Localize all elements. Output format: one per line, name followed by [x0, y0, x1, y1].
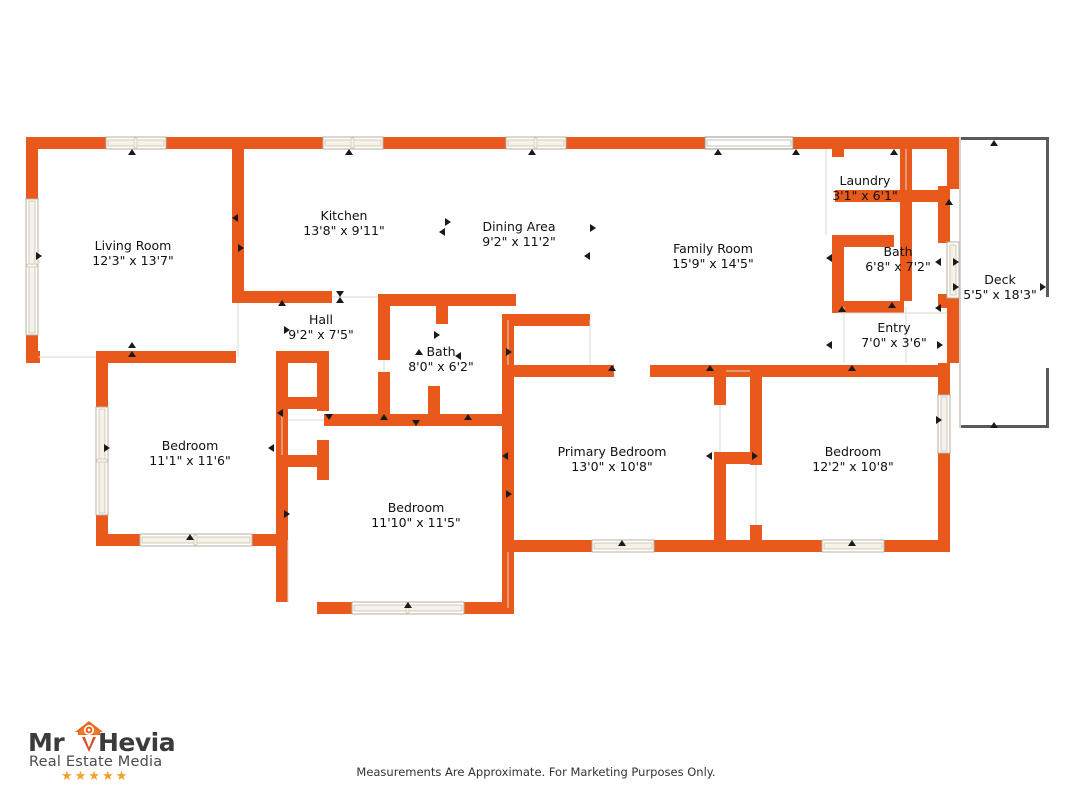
room-dimensions: 13'0" x 10'8" — [571, 459, 653, 474]
room-dimensions: 12'2" x 10'8" — [812, 459, 894, 474]
company-logo: Mr Hevia Real Estate Media ★★★★★ — [28, 721, 188, 784]
room-dimensions: 11'1" x 11'6" — [149, 453, 231, 468]
room-dimensions: 9'2" x 11'2" — [482, 234, 556, 249]
door-openings — [38, 149, 947, 608]
room-name: Deck — [984, 272, 1016, 287]
room-name: Hall — [308, 312, 333, 327]
room-name: Laundry — [839, 173, 891, 188]
room-name: Family Room — [673, 241, 753, 256]
room-dimensions: 6'8" x 7'2" — [865, 259, 931, 274]
deck-outline — [959, 137, 1049, 428]
logo-tagline: Real Estate Media — [29, 754, 163, 770]
room-dimensions: 12'3" x 13'7" — [92, 253, 174, 268]
room-name: Primary Bedroom — [557, 444, 667, 459]
room-dimensions: 7'0" x 3'6" — [861, 335, 927, 350]
room-name: Bath — [426, 344, 456, 359]
house-camera-icon — [75, 721, 103, 752]
room-name: Bedroom — [387, 500, 445, 515]
windows — [25, 136, 960, 615]
room-dimensions: 8'0" x 6'2" — [408, 359, 474, 374]
room-name: Entry — [877, 320, 911, 335]
room-name: Bedroom — [824, 444, 882, 459]
room-name: Kitchen — [320, 208, 368, 223]
room-name: Living Room — [94, 238, 172, 253]
room-dimensions: 13'8" x 9'11" — [303, 223, 385, 238]
room-dimensions: 11'10" x 11'5" — [371, 515, 461, 530]
logo-name-part1: Mr — [28, 728, 65, 757]
disclaimer-note: Measurements Are Approximate. For Market… — [356, 765, 716, 779]
logo-stars: ★★★★★ — [61, 769, 130, 784]
room-name: Bath — [883, 244, 913, 259]
room-name: Bedroom — [161, 438, 219, 453]
room-dimensions: 15'9" x 14'5" — [672, 256, 754, 271]
room-name: Dining Area — [482, 219, 556, 234]
room-dimensions: 3'1" x 6'1" — [832, 188, 898, 203]
room-dimensions: 5'5" x 18'3" — [963, 287, 1037, 302]
logo-wordmark: Mr Hevia — [28, 728, 188, 757]
room-dimensions: 9'2" x 7'5" — [288, 327, 354, 342]
interior-walls — [232, 137, 948, 554]
logo-name-part2: Hevia — [98, 728, 176, 757]
view-direction-markers — [36, 140, 1046, 608]
